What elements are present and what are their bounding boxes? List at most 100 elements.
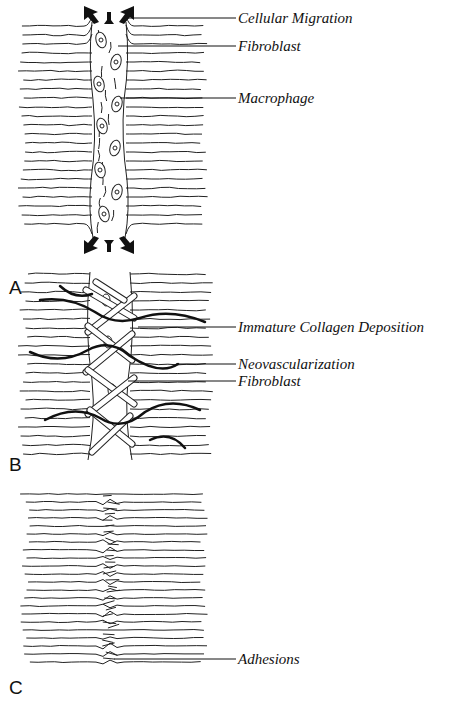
scar-fiber <box>25 572 204 577</box>
collagen-band <box>96 282 124 300</box>
adhesion-strand <box>106 652 118 655</box>
scar-fiber <box>28 580 200 585</box>
tissue-fiber <box>25 142 92 143</box>
adhesion-strand <box>105 525 114 526</box>
tissue-fiber <box>126 205 201 206</box>
fibroblast-cell <box>92 75 106 93</box>
tissue-fiber <box>22 16 92 26</box>
tissue-fiber <box>23 79 92 80</box>
tissue-fiber <box>126 178 203 180</box>
fibrin-strand <box>112 210 114 221</box>
macrophage-cell <box>110 183 124 201</box>
adhesion-strand <box>104 566 115 568</box>
fibrin-strand <box>101 66 103 77</box>
tissue-fiber <box>130 399 211 401</box>
tissue-fiber <box>25 151 92 153</box>
adhesion-strand <box>107 590 120 592</box>
tissue-fiber <box>27 363 90 364</box>
tissue-fiber <box>23 196 92 197</box>
tissue-fiber <box>130 327 206 329</box>
tissue-fiber <box>22 52 92 54</box>
tissue-fiber <box>26 327 90 328</box>
scar-fiber <box>27 532 208 535</box>
callout-label: Adhesions <box>238 651 300 667</box>
tissue-fiber <box>126 52 204 53</box>
scar-fiber <box>23 643 207 649</box>
scar-fiber <box>22 564 205 569</box>
adhesion-strand <box>105 513 115 515</box>
tissue-fiber <box>25 282 90 283</box>
blood-vessel <box>150 436 185 448</box>
fibroblast-cell <box>108 139 122 157</box>
tissue-fiber <box>18 70 92 71</box>
cell-nucleus <box>114 60 118 64</box>
leader-line <box>176 364 236 365</box>
cell-nucleus <box>98 168 102 172</box>
cell-nucleus <box>115 190 119 194</box>
tissue-fiber <box>21 408 90 410</box>
scar-fiber <box>21 620 202 624</box>
fibroblast-cell <box>94 31 108 49</box>
tissue-fiber <box>130 390 213 392</box>
tissue-fiber <box>22 444 90 445</box>
migration-arrows <box>84 6 134 254</box>
adhesion-strand <box>108 586 117 588</box>
blood-vessel <box>40 299 205 322</box>
scar-fiber <box>28 516 207 521</box>
blood-vessel <box>45 403 200 423</box>
migration-arrow <box>104 12 114 24</box>
fibrin-strand <box>108 114 110 125</box>
adhesion-strand <box>103 495 112 497</box>
fibrin-strand <box>98 150 100 161</box>
macrophage-cell <box>95 117 109 135</box>
leader-line <box>118 46 236 47</box>
scar-fiber <box>22 611 208 617</box>
adhesion-strand <box>103 508 117 509</box>
adhesion-strand <box>103 622 117 624</box>
tissue-fiber <box>23 169 92 171</box>
tissue-fiber <box>19 106 92 108</box>
macrophage-cell <box>109 53 123 71</box>
migration-arrow <box>104 240 114 252</box>
tissue-fiber <box>126 125 203 126</box>
callout-label: Cellular Migration <box>238 10 353 26</box>
scar-fiber <box>20 493 203 495</box>
adhesion-strand <box>103 601 114 604</box>
tissue-fiber <box>22 25 92 36</box>
tissue-fiber <box>25 133 92 134</box>
tissue-fiber <box>130 345 211 347</box>
collagen-band <box>88 378 134 414</box>
tissue-fiber <box>21 178 92 180</box>
tissue-fiber <box>126 214 202 216</box>
tissue-fiber <box>18 345 90 346</box>
wound-edge <box>123 22 128 238</box>
tissue-fiber <box>20 62 92 64</box>
adhesion-strand <box>105 555 114 557</box>
tissue-fiber <box>22 115 92 116</box>
leader-line <box>120 98 236 99</box>
tissue-fiber <box>130 453 211 454</box>
scar-fiber <box>24 652 204 657</box>
cell-nucleus <box>100 124 104 128</box>
fibrin-strand <box>114 78 116 89</box>
tissue-fiber <box>18 187 92 189</box>
cell-nucleus <box>113 146 117 150</box>
leader-line <box>128 381 236 382</box>
adhesion-strand <box>103 634 115 636</box>
tissue-fiber <box>22 34 92 44</box>
tissue-fiber <box>23 124 92 125</box>
scar-fiber <box>27 589 206 592</box>
tissue-fiber <box>126 152 206 153</box>
tissue-fiber <box>130 354 213 355</box>
tissue-fiber <box>18 426 90 428</box>
fibroblast-cell <box>93 161 107 179</box>
panel-letter: A <box>9 278 22 298</box>
adhesion-strand <box>107 502 119 504</box>
tissue-fiber <box>20 309 90 311</box>
callout-label: Fibroblast <box>238 38 301 54</box>
tissue-fiber <box>130 445 209 446</box>
scar-fiber <box>30 660 201 664</box>
tissue-fiber <box>126 169 207 170</box>
fibrin-strand <box>101 102 103 113</box>
